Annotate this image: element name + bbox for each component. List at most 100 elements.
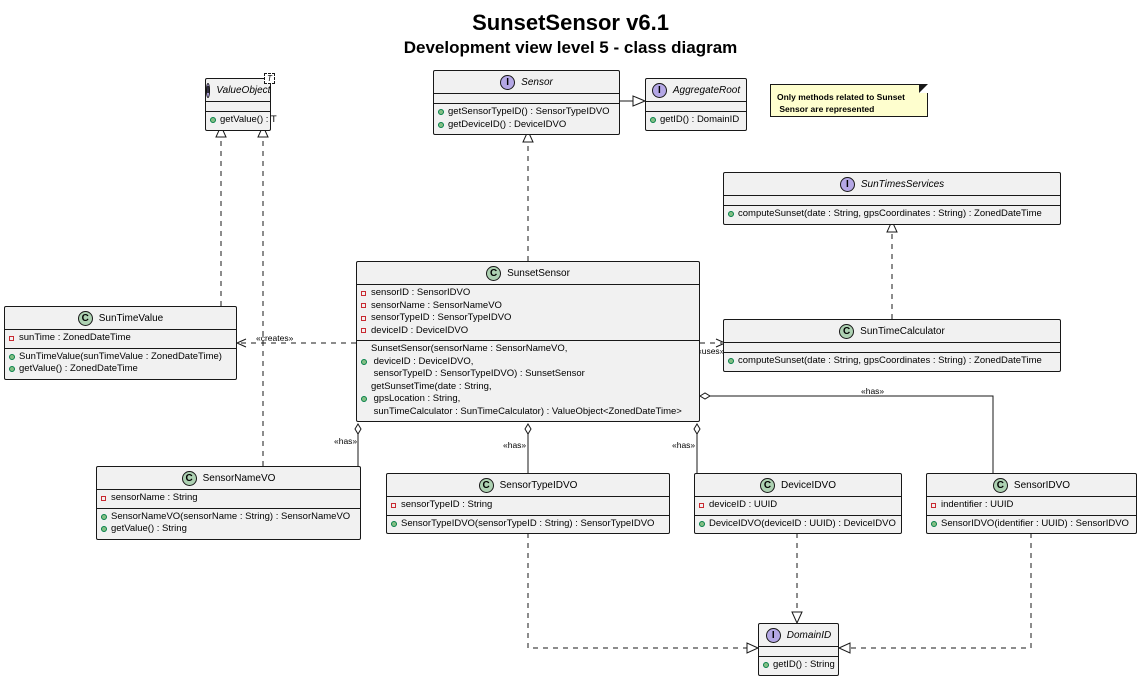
method-row: deviceID : DeviceIDVO,	[361, 356, 695, 369]
method-row: getValue() : T	[210, 114, 277, 127]
attributes-section: sensorName : String	[97, 490, 360, 509]
visibility-icon	[361, 406, 371, 419]
attribute-row: deviceID : UUID	[699, 499, 897, 512]
method-row: computeSunset(date : String, gpsCoordina…	[728, 355, 1056, 368]
attributes-section	[206, 102, 270, 112]
arrowhead-generalization	[632, 95, 647, 107]
method-row: sensorTypeID : SensorTypeIDVO) : SunsetS…	[361, 368, 695, 381]
aggregation-diamond	[699, 392, 711, 400]
visibility-icon	[391, 518, 401, 531]
methods-section: SunsetSensor(sensorName : SensorNameVO, …	[357, 341, 699, 421]
arrowhead-realization	[522, 129, 534, 143]
attributes-section	[434, 94, 619, 104]
class-name: SunsetSensor	[507, 267, 570, 279]
note-line-1: Only methods related to Sunset	[777, 92, 905, 102]
class-name: SunTimesServices	[860, 178, 945, 190]
visibility-icon	[699, 499, 709, 512]
method-text: SunsetSensor(sensorName : SensorNameVO,	[371, 343, 568, 354]
method-text: SensorNameVO(sensorName : String) : Sens…	[111, 510, 351, 522]
class-badge-icon: C	[759, 477, 775, 493]
visibility-icon	[931, 499, 941, 512]
visibility-icon	[438, 106, 448, 119]
method-text: SunTimeValue(sunTimeValue : ZonedDateTim…	[19, 350, 222, 362]
note-fold	[919, 84, 928, 93]
arrowhead-realization	[886, 219, 898, 233]
class-name: SensorNameVO	[202, 472, 276, 484]
method-row: getID() : String	[763, 659, 835, 672]
label-has-sensoridvo: «has»	[861, 386, 885, 396]
arrowhead-realization	[215, 124, 227, 138]
visibility-icon	[438, 119, 448, 132]
method-row: computeSunset(date : String, gpsCoordina…	[728, 208, 1056, 221]
class-name: Sensor	[521, 76, 553, 88]
visibility-icon	[361, 381, 371, 394]
method-text: getValue() : T	[220, 114, 277, 125]
class-name: SunTimeValue	[98, 312, 164, 324]
method-text: getValue() : String	[111, 523, 187, 534]
arrowhead-realization	[791, 611, 803, 625]
attribute-row: sensorTypeID : SensorTypeIDVO	[361, 312, 695, 325]
method-text: getSensorTypeID() : SensorTypeIDVO	[448, 106, 610, 117]
class-name: SensorTypeIDVO	[499, 479, 578, 491]
method-text: getDeviceID() : DeviceIDVO	[448, 118, 567, 130]
attribute-row: indentifier : UUID	[931, 499, 1132, 512]
visibility-icon	[763, 659, 773, 672]
attribute-text: deviceID : UUID	[709, 499, 778, 510]
method-row: getValue() : String	[101, 523, 356, 536]
method-row: DeviceIDVO(deviceID : UUID) : DeviceIDVO	[699, 518, 897, 531]
methods-section: computeSunset(date : String, gpsCoordina…	[724, 353, 1060, 371]
class-badge-icon: C	[992, 477, 1008, 493]
type-parameter: T	[264, 73, 275, 84]
attribute-text: sensorID : SensorIDVO	[371, 287, 471, 298]
method-row: SensorIDVO(identifier : UUID) : SensorID…	[931, 518, 1132, 531]
attributes-section	[759, 647, 838, 657]
label-creates: «creates»	[256, 333, 294, 343]
method-row: getDeviceID() : DeviceIDVO	[438, 119, 615, 132]
visibility-icon	[728, 355, 738, 368]
visibility-icon	[101, 492, 111, 505]
class-header: C SunsetSensor	[357, 262, 699, 285]
visibility-icon	[361, 312, 371, 325]
visibility-icon	[101, 511, 111, 524]
method-text: gpsLocation : String,	[371, 393, 461, 404]
visibility-icon	[9, 332, 19, 345]
visibility-icon	[361, 368, 371, 381]
method-row: SensorNameVO(sensorName : String) : Sens…	[101, 511, 356, 524]
visibility-icon	[361, 287, 371, 300]
method-text: DeviceIDVO(deviceID : UUID) : DeviceIDVO	[709, 517, 896, 529]
attribute-text: deviceID : DeviceIDVO	[371, 324, 469, 336]
attributes-section	[646, 102, 746, 112]
label-has-deviceidvo: «has»	[672, 440, 696, 450]
arrowhead-realization	[746, 642, 760, 654]
visibility-icon	[728, 208, 738, 221]
attribute-text: sensorName : SensorNameVO	[371, 299, 502, 311]
interface-badge-icon: I	[651, 82, 667, 98]
label-has-sensortypeidvo: «has»	[503, 440, 527, 450]
visibility-icon	[931, 518, 941, 531]
class-badge-icon: C	[486, 265, 502, 281]
methods-section: getValue() : T	[206, 112, 277, 130]
arrowhead-realization	[257, 124, 269, 138]
edge-has-sensoridvo	[710, 395, 994, 473]
visibility-icon	[9, 363, 19, 376]
attribute-text: sunTime : ZonedDateTime	[19, 332, 131, 343]
method-text: deviceID : DeviceIDVO,	[371, 355, 474, 367]
